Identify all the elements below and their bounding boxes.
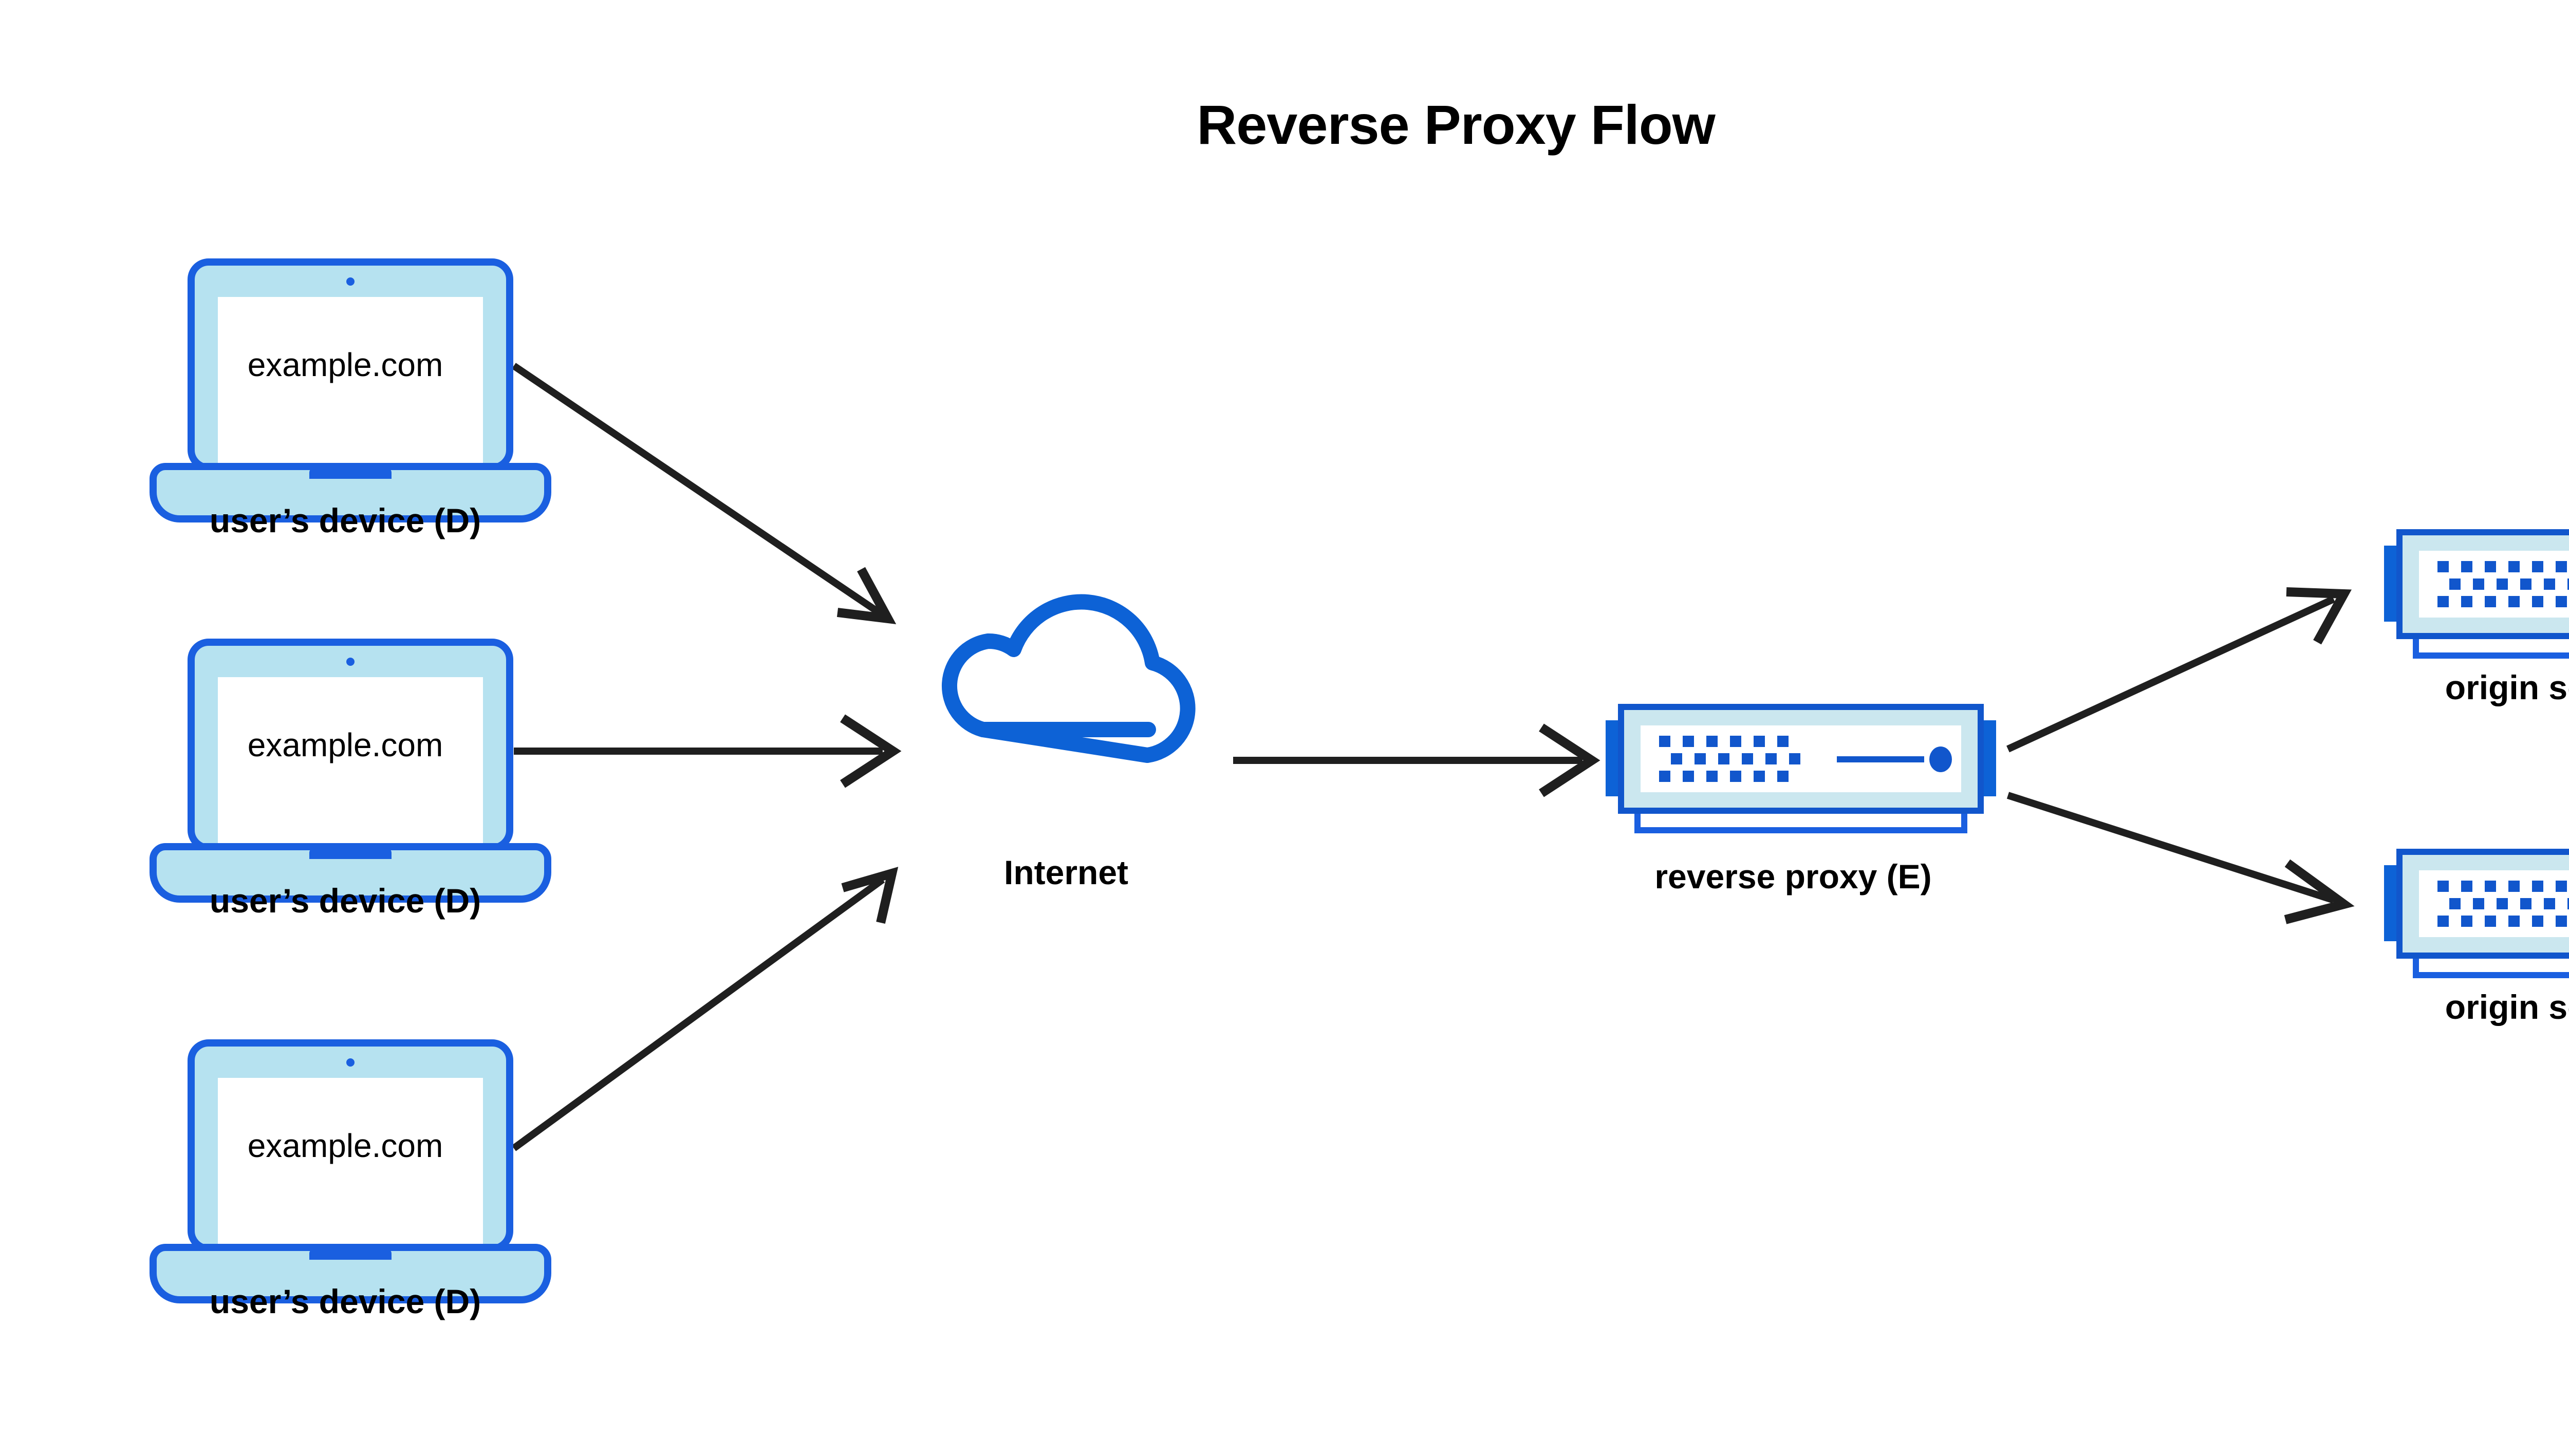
laptop-screen-text-2: example.com — [247, 726, 443, 763]
laptop-icon-client-2[interactable] — [153, 642, 548, 899]
label-origin-1: origin server (F) — [2445, 668, 2569, 706]
arrow-client3-to-internet — [511, 867, 899, 1151]
arrow-client2-to-internet — [514, 714, 902, 788]
arrow-proxy-to-origin1 — [2006, 587, 2352, 753]
server-icon-origin-1[interactable] — [2384, 532, 2569, 656]
label-client-1: user’s device (D) — [209, 501, 481, 539]
edge-group — [511, 363, 2355, 1151]
arrow-proxy-to-origin2 — [2006, 792, 2355, 924]
page-title: Reverse Proxy Flow — [1197, 94, 1715, 156]
label-internet: Internet — [1003, 853, 1129, 891]
server-icon-reverse-proxy[interactable] — [1606, 707, 1996, 830]
server-icon-origin-2[interactable] — [2384, 852, 2569, 975]
laptop-screen-text-1: example.com — [247, 346, 443, 383]
laptop-icon-client-1[interactable] — [153, 262, 548, 519]
arrow-internet-to-proxy — [1233, 723, 1600, 797]
label-origin-2: origin server (F) — [2445, 988, 2569, 1026]
label-reverse-proxy: reverse proxy (E) — [1654, 857, 1932, 895]
label-client-2: user’s device (D) — [209, 882, 481, 920]
arrow-client1-to-internet — [512, 363, 897, 625]
laptop-screen-text-3: example.com — [247, 1127, 443, 1164]
cloud-icon-internet[interactable] — [950, 602, 1188, 755]
label-client-3: user’s device (D) — [209, 1282, 481, 1320]
laptop-icon-client-3[interactable] — [153, 1043, 548, 1300]
